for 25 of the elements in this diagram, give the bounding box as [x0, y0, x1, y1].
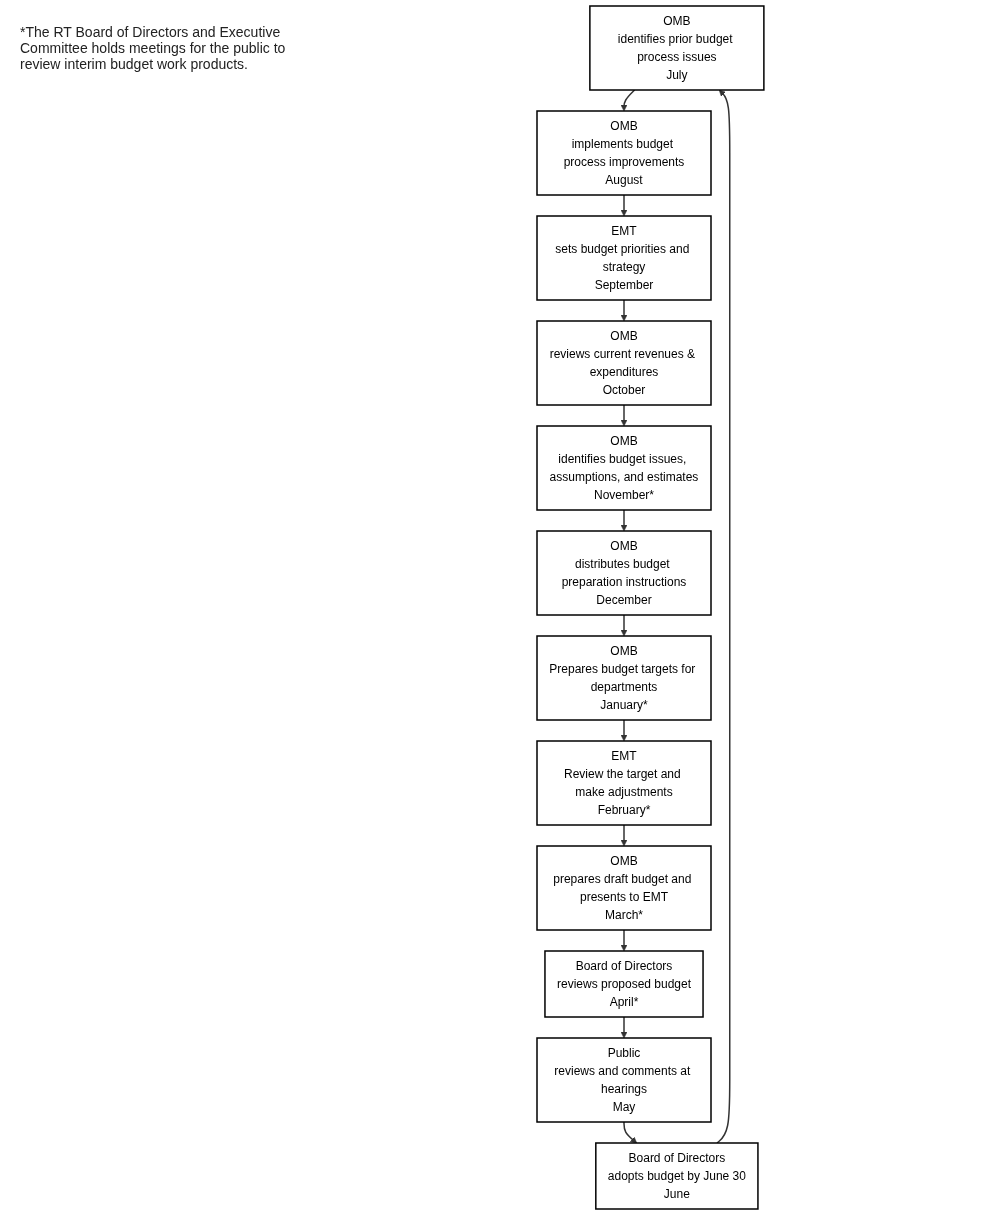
arrow	[620, 719, 627, 742]
node-box: OMB implements budget process improvements August	[535, 110, 712, 196]
arrow	[620, 194, 627, 217]
arrow	[622, 1121, 637, 1144]
node-box: Board of Directors reviews proposed budget April*	[543, 950, 704, 1018]
node-box: OMB identifies prior budget process issues July	[588, 5, 765, 91]
node-box: OMB identifies budget issues, assumptions, and estimates November*	[535, 425, 712, 511]
arrow	[620, 824, 627, 847]
node-box: OMB distributes budget preparation instructions December	[535, 530, 712, 616]
node-box: EMT Review the target and make adjustments February*	[535, 740, 712, 826]
arrow	[620, 89, 635, 112]
footnote: *The RT Board of Directors and Executive Committee holds meetings for the public to review interim budget work products.	[20, 24, 287, 72]
node-box: Board of Directors adopts budget by June 30 June	[594, 1142, 759, 1210]
node-box: EMT sets budget priorities and strategy September	[535, 215, 712, 301]
arrow	[620, 299, 627, 322]
node-box: OMB reviews current revenues & expenditures October	[535, 320, 712, 406]
arrow	[715, 89, 731, 1144]
arrow	[620, 404, 627, 427]
arrow	[620, 509, 627, 532]
node-box: OMB prepares draft budget and presents to EMT March*	[535, 845, 712, 931]
node-box: Public reviews and comments at hearings May	[535, 1037, 712, 1123]
node-box: OMB Prepares budget targets for departments January*	[535, 635, 712, 721]
arrow	[620, 614, 627, 637]
arrow	[620, 1016, 627, 1039]
arrow	[620, 929, 627, 952]
